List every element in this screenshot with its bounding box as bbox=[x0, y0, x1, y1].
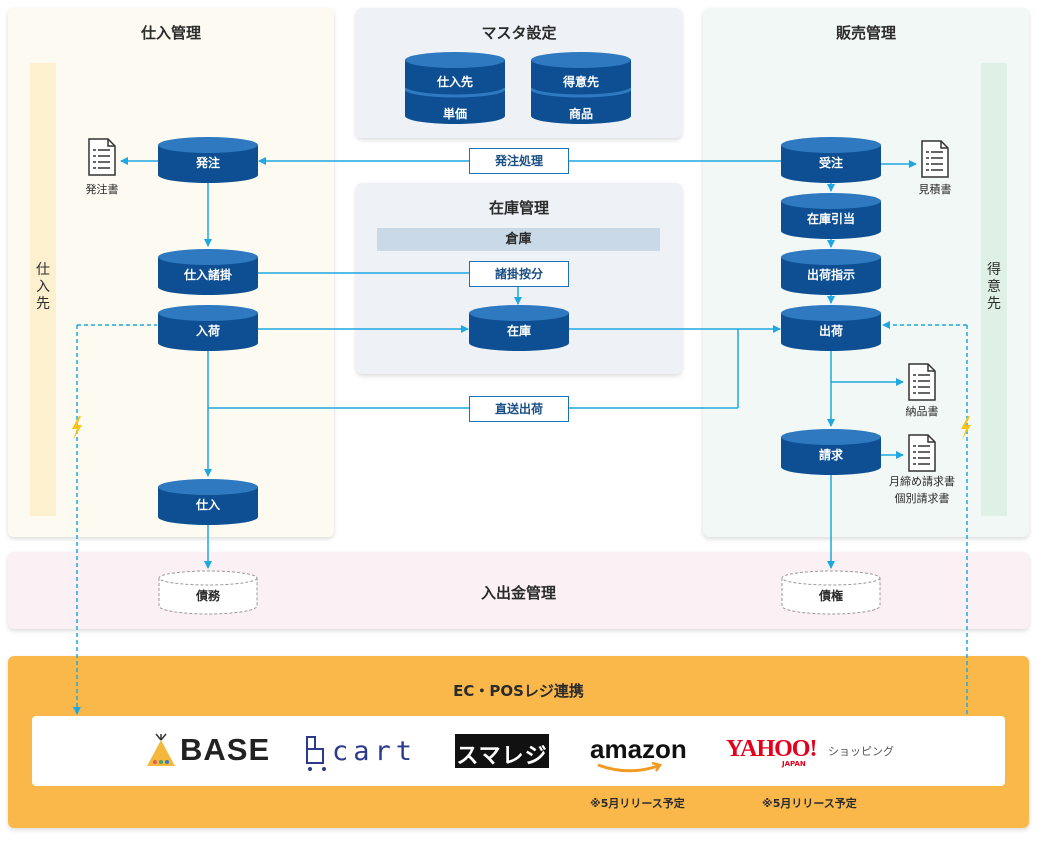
order-processing-box: 発注処理 bbox=[469, 148, 569, 174]
document-icon bbox=[908, 434, 936, 472]
smaregi-logo[interactable]: スマレジ bbox=[455, 734, 549, 769]
purchase-node: 仕入 bbox=[158, 479, 258, 525]
cash-panel-title: 入出金管理 bbox=[480, 584, 556, 602]
allocation-node: 在庫引当 bbox=[781, 193, 881, 239]
bcart-logo-text: cart bbox=[332, 736, 418, 767]
tent-icon bbox=[147, 733, 175, 766]
bcart-logo[interactable]: cart bbox=[305, 734, 415, 774]
master-unit-price-label: 単価 bbox=[442, 107, 467, 121]
delivery-note-doc-label: 納品書 bbox=[905, 405, 939, 418]
ec-panel-title: EC・POSレジ連携 bbox=[453, 682, 584, 700]
lightning-icon bbox=[961, 416, 971, 440]
shipping-instruction-node: 出荷指示 bbox=[781, 249, 881, 295]
yahoo-japan-text: JAPAN bbox=[782, 760, 806, 768]
purchase-estimate-node: 仕入諸掛 bbox=[158, 249, 258, 295]
purchase-order-doc-label: 発注書 bbox=[85, 183, 119, 196]
sales-panel-title: 販売管理 bbox=[835, 24, 896, 42]
purchase-panel-title: 仕入管理 bbox=[140, 24, 201, 42]
master-product-label: 商品 bbox=[568, 107, 593, 121]
cost-allocation-box: 諸掛按分 bbox=[469, 261, 569, 287]
invoice-individual-doc-label: 個別請求書 bbox=[894, 492, 950, 505]
yahoo-release-note: ※5月リリース予定 bbox=[762, 797, 857, 810]
bcart-dots bbox=[308, 767, 328, 771]
customer-bar bbox=[981, 63, 1007, 516]
master-supplier-unit-price: 仕入先 単価 bbox=[405, 52, 505, 124]
amazon-release-note: ※5月リリース予定 bbox=[590, 797, 685, 810]
payable-node: 債務 bbox=[158, 570, 258, 615]
yahoo-shopping-text: ショッピング bbox=[828, 745, 894, 758]
customer-label: 得意先 bbox=[987, 262, 1001, 312]
inventory-panel-title: 在庫管理 bbox=[488, 199, 549, 217]
invoice-monthly-doc-label: 月締め請求書 bbox=[889, 475, 955, 488]
billing-node: 請求 bbox=[781, 429, 881, 475]
smaregi-logo-text: スマレジ bbox=[456, 744, 548, 769]
document-icon bbox=[908, 363, 936, 401]
document-icon bbox=[921, 140, 949, 178]
amazon-smile-icon bbox=[597, 762, 663, 773]
master-customer-label: 得意先 bbox=[562, 75, 599, 89]
order-node: 発注 bbox=[158, 137, 258, 183]
yahoo-logo-text: YAHOO! bbox=[726, 736, 817, 762]
yahoo-shopping-logo[interactable]: YAHOO! JAPAN ショッピング bbox=[726, 736, 896, 772]
warehouse-bar: 倉庫 bbox=[377, 228, 660, 251]
supplier-bar bbox=[30, 63, 56, 516]
shipping-node: 出荷 bbox=[781, 305, 881, 351]
master-supplier-label: 仕入先 bbox=[436, 75, 473, 89]
lightning-icon bbox=[72, 416, 82, 440]
document-icon bbox=[88, 138, 116, 176]
receivable-node: 債権 bbox=[781, 570, 881, 615]
base-logo-text: BASE bbox=[180, 732, 271, 767]
base-logo[interactable]: BASE bbox=[146, 730, 269, 770]
quotation-doc-label: 見積書 bbox=[918, 183, 952, 196]
supplier-label: 仕入先 bbox=[36, 262, 50, 312]
receiving-node: 入荷 bbox=[158, 305, 258, 351]
amazon-logo[interactable]: amazon bbox=[590, 734, 694, 778]
direct-shipping-box: 直送出荷 bbox=[469, 396, 569, 422]
master-panel-title: マスタ設定 bbox=[481, 24, 557, 42]
sales-order-node: 受注 bbox=[781, 137, 881, 183]
master-customer-product: 得意先 商品 bbox=[531, 52, 631, 124]
stock-node: 在庫 bbox=[469, 305, 569, 351]
amazon-logo-text: amazon bbox=[590, 734, 687, 764]
b-letter-icon bbox=[306, 736, 324, 764]
